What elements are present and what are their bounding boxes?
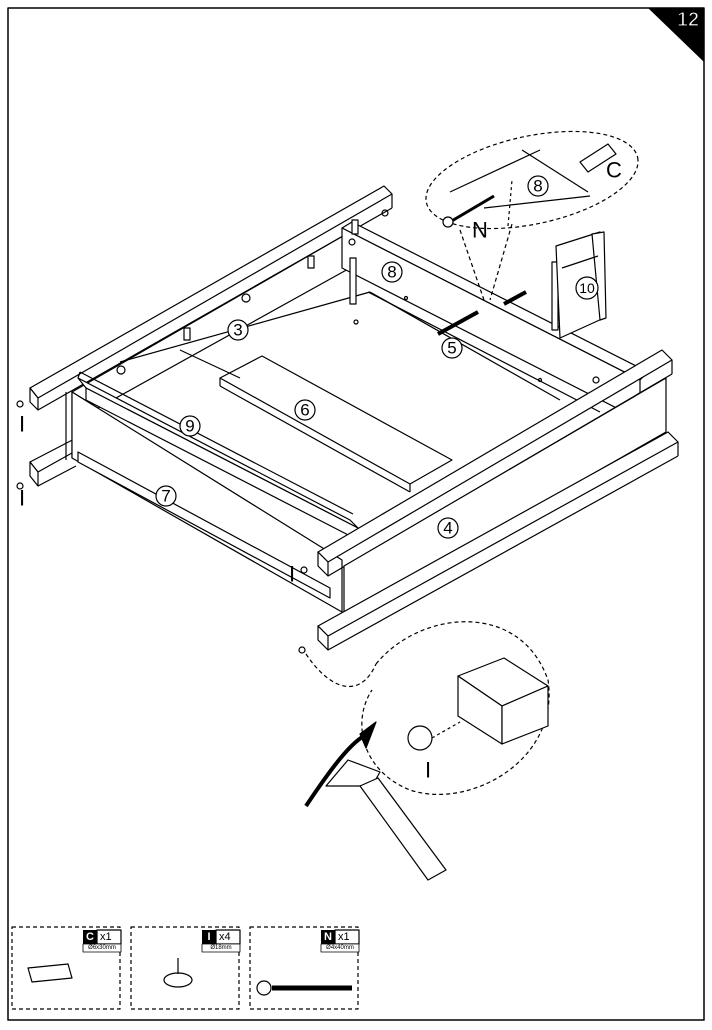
hardware-letter-c: C — [86, 931, 94, 943]
nail-glide-left-bottom — [16, 482, 24, 490]
part-label-5: 5 — [447, 339, 456, 358]
nail-glide-icon — [163, 958, 193, 988]
detail-panel-8 — [449, 149, 591, 227]
part-label-7: 7 — [161, 487, 170, 506]
part-circle-7 — [155, 485, 177, 507]
part-circle-6 — [294, 399, 316, 421]
detail-dowel-c — [579, 143, 617, 173]
part-label-10: 10 — [579, 280, 595, 296]
part-label-3: 3 — [233, 321, 242, 340]
part-circle-9 — [179, 415, 201, 437]
part-circle-3 — [227, 319, 249, 341]
dowel-icon — [27, 963, 73, 983]
hardware-label-n: N — [472, 218, 488, 243]
hardware-qty-i: x4 — [219, 931, 231, 943]
hardware-label-i-left-top: I — [19, 412, 25, 437]
hardware-box-c — [11, 926, 122, 1010]
part-label-6: 6 — [300, 401, 309, 420]
part-circle-8-detail — [527, 175, 549, 197]
nail-glide-front-bottom — [298, 646, 306, 654]
hardware-labels: C N I I I I — [19, 158, 622, 783]
detail-leg-block — [457, 657, 549, 745]
hardware-label-c: C — [606, 158, 622, 183]
hardware-size-c: Ø6x30mm — [88, 945, 116, 951]
hardware-box-n — [249, 926, 360, 1010]
hardware-list: C x1 Ø6x30mm I x4 Ø18mm N x1 Ø4x40mm — [86, 931, 354, 951]
page-border — [7, 7, 705, 1021]
hardware-letter-i: I — [207, 931, 210, 943]
nail-glide-left-top — [16, 400, 24, 408]
part-label-8-detail: 8 — [533, 177, 542, 196]
hardware-label-i-left-bottom: I — [19, 486, 25, 511]
hardware-label-i-detail: I — [425, 758, 431, 783]
part-circle-10 — [575, 276, 599, 300]
part-circle-5 — [441, 337, 463, 359]
nail-glide-front — [300, 566, 308, 574]
hardware-qty-c: x1 — [100, 931, 112, 943]
furniture-frame — [29, 185, 679, 651]
hardware-qty-n: x1 — [338, 931, 350, 943]
detail-callout-top — [425, 130, 639, 301]
part-labels: 3 4 5 6 7 8 8 9 10 — [161, 177, 595, 538]
assembly-screw — [437, 290, 527, 336]
detail-callout-bottom — [305, 621, 550, 795]
screw-icon — [256, 980, 352, 996]
detail-screw-n — [442, 194, 495, 228]
hardware-size-i: Ø18mm — [210, 945, 231, 951]
page-number-badge: 12 — [648, 8, 704, 62]
hardware-size-n: Ø4x40mm — [326, 945, 354, 951]
detail-nail-glide — [407, 721, 461, 751]
hardware-letter-n: N — [324, 931, 332, 943]
part-label-8: 8 — [387, 263, 396, 282]
page-number: 12 — [677, 9, 699, 31]
hardware-label-i-front: I — [289, 562, 295, 587]
hammer-icon — [304, 721, 447, 881]
part-circle-4 — [437, 517, 459, 539]
part-circle-8 — [381, 261, 403, 283]
part-label-4: 4 — [443, 519, 452, 538]
hardware-box-i — [130, 926, 241, 1010]
part-label-9: 9 — [185, 417, 194, 436]
